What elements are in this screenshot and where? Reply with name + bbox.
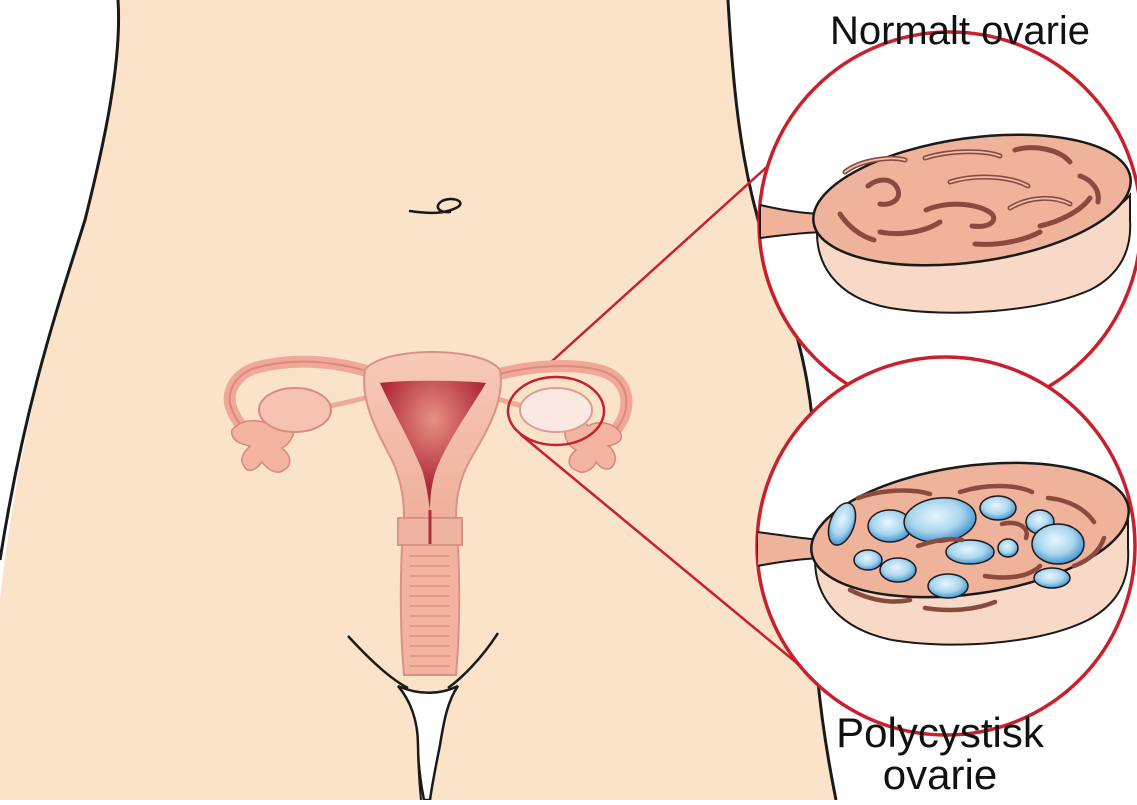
polycystic-ovary-label-line1: Polycystisk	[810, 712, 1070, 754]
left-ovary	[259, 388, 331, 432]
normal-ovary-label: Normalt ovarie	[790, 11, 1130, 51]
right-ovary	[520, 388, 592, 432]
polycystic-ovary-label-line2: ovarie	[810, 754, 1070, 796]
polycystic-ovary-callout	[757, 357, 1137, 735]
